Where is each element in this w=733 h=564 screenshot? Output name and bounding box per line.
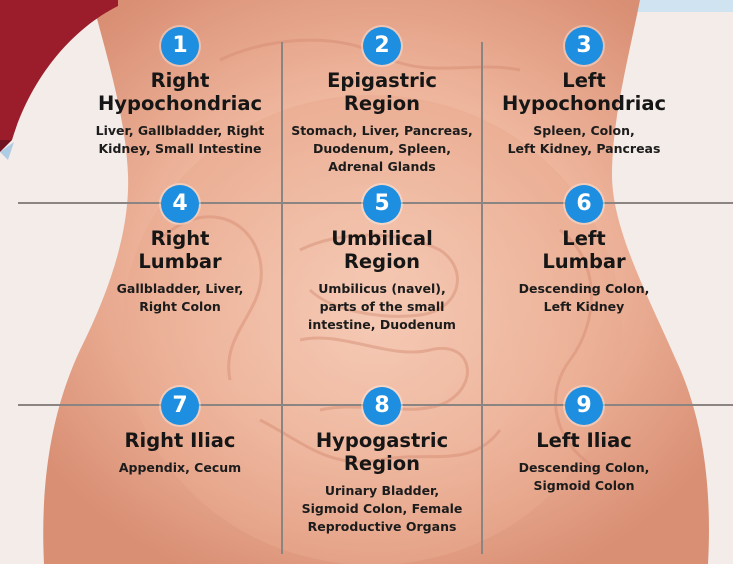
region-title: Right Iliac: [125, 429, 236, 452]
region-organs: Liver, Gallbladder, Right Kidney, Small …: [96, 122, 265, 158]
region-number-badge: 2: [363, 27, 401, 65]
region-left-hypochondriac: 3 Left Hypochondriac Spleen, Colon, Left…: [484, 27, 684, 158]
region-organs: Spleen, Colon, Left Kidney, Pancreas: [508, 122, 661, 158]
region-organs: Appendix, Cecum: [119, 459, 241, 477]
region-number-badge: 5: [363, 185, 401, 223]
region-number-badge: 9: [565, 387, 603, 425]
region-left-lumbar: 6 Left Lumbar Descending Colon, Left Kid…: [484, 185, 684, 316]
region-umbilical: 5 Umbilical Region Umbilicus (navel), pa…: [282, 185, 482, 334]
region-organs: Umbilicus (navel), parts of the small in…: [308, 280, 456, 334]
region-hypogastric: 8 Hypogastric Region Urinary Bladder, Si…: [282, 387, 482, 536]
region-right-lumbar: 4 Right Lumbar Gallbladder, Liver, Right…: [80, 185, 280, 316]
region-organs: Stomach, Liver, Pancreas, Duodenum, Sple…: [291, 122, 473, 176]
region-number-badge: 7: [161, 387, 199, 425]
region-epigastric: 2 Epigastric Region Stomach, Liver, Panc…: [282, 27, 482, 176]
region-right-iliac: 7 Right Iliac Appendix, Cecum: [80, 387, 280, 477]
region-left-iliac: 9 Left Iliac Descending Colon, Sigmoid C…: [484, 387, 684, 495]
region-title: Umbilical Region: [331, 227, 433, 273]
region-organs: Descending Colon, Left Kidney: [519, 280, 650, 316]
region-organs: Urinary Bladder, Sigmoid Colon, Female R…: [302, 482, 463, 536]
region-title: Right Lumbar: [138, 227, 221, 273]
region-title: Epigastric Region: [327, 69, 437, 115]
region-organs: Descending Colon, Sigmoid Colon: [519, 459, 650, 495]
region-title: Hypogastric Region: [316, 429, 448, 475]
region-title: Right Hypochondriac: [98, 69, 262, 115]
region-title: Left Iliac: [536, 429, 632, 452]
region-number-badge: 3: [565, 27, 603, 65]
region-title: Left Hypochondriac: [502, 69, 666, 115]
region-right-hypochondriac: 1 Right Hypochondriac Liver, Gallbladder…: [80, 27, 280, 158]
region-number-badge: 4: [161, 185, 199, 223]
region-number-badge: 8: [363, 387, 401, 425]
region-title: Left Lumbar: [542, 227, 625, 273]
region-number-badge: 6: [565, 185, 603, 223]
region-organs: Gallbladder, Liver, Right Colon: [117, 280, 244, 316]
region-number-badge: 1: [161, 27, 199, 65]
